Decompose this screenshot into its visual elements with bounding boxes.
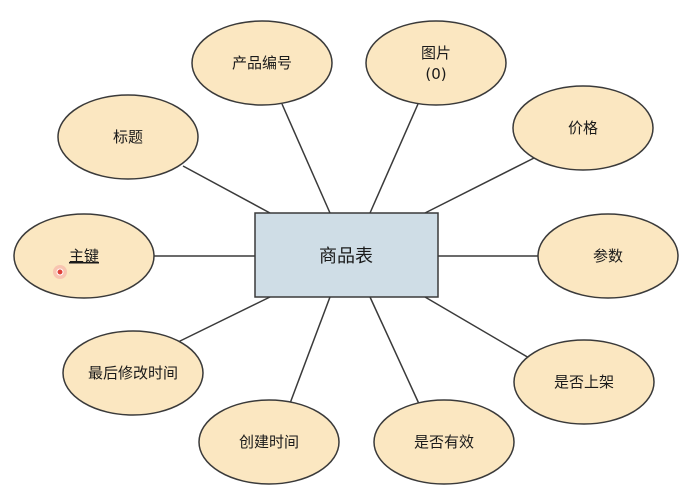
entity-box xyxy=(254,212,439,298)
attribute-shape xyxy=(373,399,515,485)
attribute-label: 图片 xyxy=(421,44,451,62)
attribute-label: 创建时间 xyxy=(239,433,299,451)
connector-price xyxy=(424,154,541,214)
attribute-label: 是否有效 xyxy=(414,433,474,451)
attribute-label: 价格 xyxy=(568,119,598,137)
connector-title xyxy=(182,165,271,214)
connectors xyxy=(154,103,541,407)
attribute-sublabel: (0) xyxy=(425,65,446,83)
entity-product-table[interactable]: 商品表 xyxy=(254,212,439,298)
attribute-shape xyxy=(62,330,204,416)
connector-is-valid xyxy=(369,296,421,407)
attribute-shape xyxy=(191,20,333,106)
attribute-label: 产品编号 xyxy=(232,54,292,72)
attribute-shape xyxy=(13,213,155,299)
attribute-price[interactable]: 价格 xyxy=(512,85,654,171)
attribute-shape xyxy=(537,213,679,299)
connector-product-code xyxy=(281,103,331,214)
attribute-image[interactable]: 图片 (0) xyxy=(365,20,507,106)
attribute-shape xyxy=(198,399,340,485)
attribute-title[interactable]: 标题 xyxy=(57,94,199,180)
connector-is-listed xyxy=(424,296,537,363)
attribute-label: 标题 xyxy=(113,128,143,146)
attribute-product-code[interactable]: 产品编号 xyxy=(191,20,333,106)
attribute-params[interactable]: 参数 xyxy=(537,213,679,299)
connector-created-time xyxy=(288,296,331,407)
connector-image xyxy=(369,103,419,214)
cursor-indicator xyxy=(53,265,67,279)
attribute-label: 参数 xyxy=(593,247,623,265)
attribute-last-modified[interactable]: 最后修改时间 xyxy=(62,330,204,416)
connector-last-modified xyxy=(175,296,271,344)
attribute-shape xyxy=(513,339,655,425)
attribute-created-time[interactable]: 创建时间 xyxy=(198,399,340,485)
attribute-shape xyxy=(512,85,654,171)
cursor-dot-icon xyxy=(56,268,64,276)
attribute-shape xyxy=(57,94,199,180)
attribute-primary-key[interactable]: 主键 xyxy=(13,213,155,299)
attribute-is-listed[interactable]: 是否上架 xyxy=(513,339,655,425)
attribute-label: 是否上架 xyxy=(554,373,614,391)
entity-label: 商品表 xyxy=(319,246,373,267)
attribute-label: 最后修改时间 xyxy=(88,364,178,382)
attribute-label-primary-key: 主键 xyxy=(69,247,99,265)
attribute-is-valid[interactable]: 是否有效 xyxy=(373,399,515,485)
attribute-shape xyxy=(365,20,507,106)
